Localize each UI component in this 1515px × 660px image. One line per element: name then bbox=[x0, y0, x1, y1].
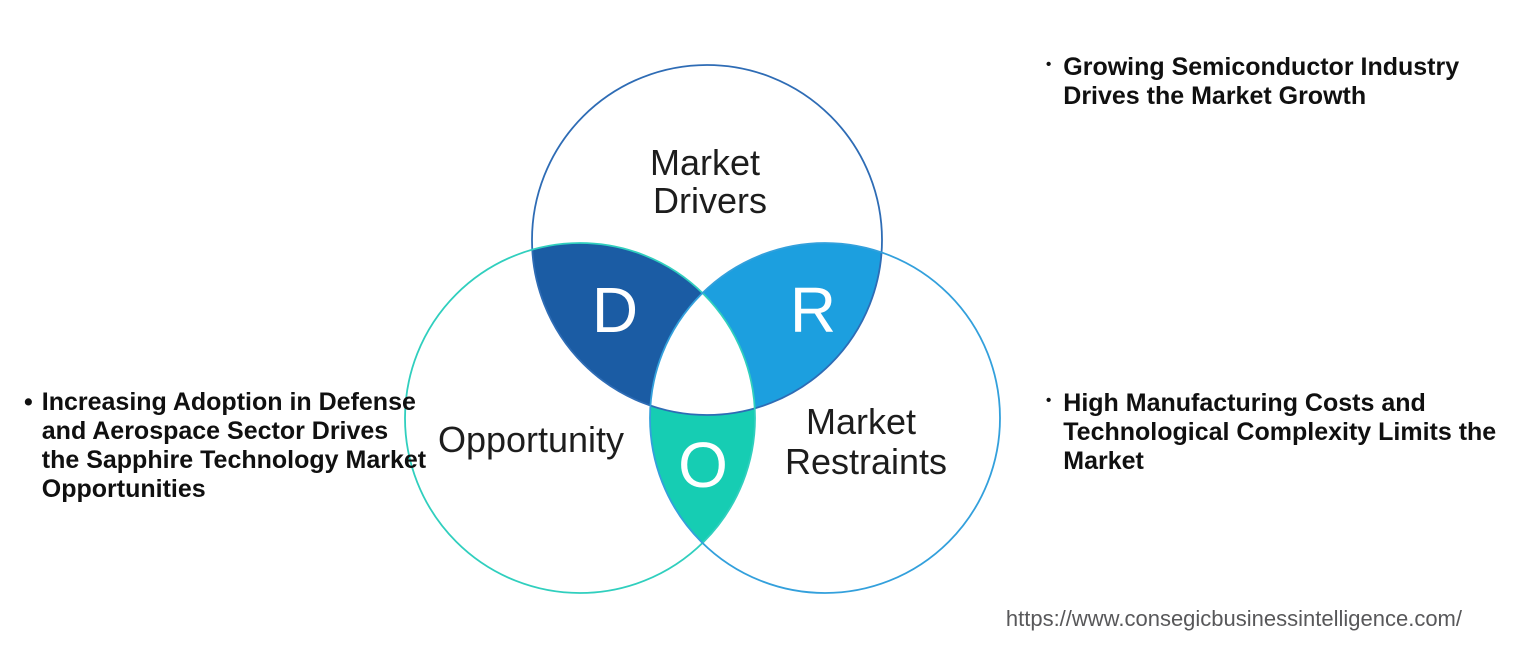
restraints-label: Market Restraints bbox=[785, 401, 947, 482]
annotation-line: and Aerospace Sector Drives bbox=[41, 417, 389, 445]
annotation-line: Opportunities bbox=[41, 475, 206, 503]
opportunity-annotation: • Increasing Adoption in Defense and Aer… bbox=[24, 388, 426, 504]
drivers-label-line1: Market bbox=[650, 142, 760, 183]
annotation-line: Market bbox=[1063, 447, 1144, 475]
drivers-opportunity-overlap bbox=[532, 243, 755, 415]
restraints-letter: R bbox=[790, 274, 836, 346]
annotation-line: Growing Semiconductor Industry bbox=[1063, 53, 1460, 81]
drivers-circle bbox=[531, 64, 883, 416]
opportunity-annotation-text: Increasing Adoption in Defense and Aeros… bbox=[42, 388, 426, 504]
drivers-annotation-text: Growing Semiconductor Industry Drives th… bbox=[1063, 53, 1459, 111]
drivers-label: Market Drivers bbox=[650, 142, 770, 221]
source-url: https://www.consegicbusinessintelligence… bbox=[1005, 606, 1462, 631]
restraints-label-line1: Market bbox=[806, 401, 916, 442]
opportunity-circle bbox=[404, 242, 756, 594]
restraints-label-line2: Restraints bbox=[785, 441, 947, 482]
drivers-annotation: • Growing Semiconductor Industry Drives … bbox=[1046, 53, 1459, 111]
restraints-annotation: • High Manufacturing Costs and Technolog… bbox=[1046, 389, 1496, 476]
drivers-letter: D bbox=[592, 274, 638, 346]
bullet-icon: • bbox=[1046, 392, 1052, 409]
annotation-line: High Manufacturing Costs and bbox=[1063, 389, 1426, 417]
annotation-line: Increasing Adoption in Defense bbox=[41, 388, 416, 416]
opportunity-letter: O bbox=[678, 429, 728, 501]
annotation-line: Drives the Market Growth bbox=[1063, 82, 1367, 110]
restraints-annotation-text: High Manufacturing Costs and Technologic… bbox=[1063, 389, 1496, 476]
bullet-icon: • bbox=[24, 388, 33, 416]
drivers-label-line2: Drivers bbox=[653, 180, 767, 221]
opportunity-label: Opportunity bbox=[438, 419, 624, 460]
annotation-line: Technological Complexity Limits the bbox=[1063, 418, 1497, 446]
restraints-circle bbox=[649, 242, 1001, 594]
bullet-icon: • bbox=[1046, 56, 1052, 73]
annotation-line: the Sapphire Technology Market bbox=[41, 446, 427, 474]
drivers-restraints-overlap bbox=[650, 243, 882, 415]
